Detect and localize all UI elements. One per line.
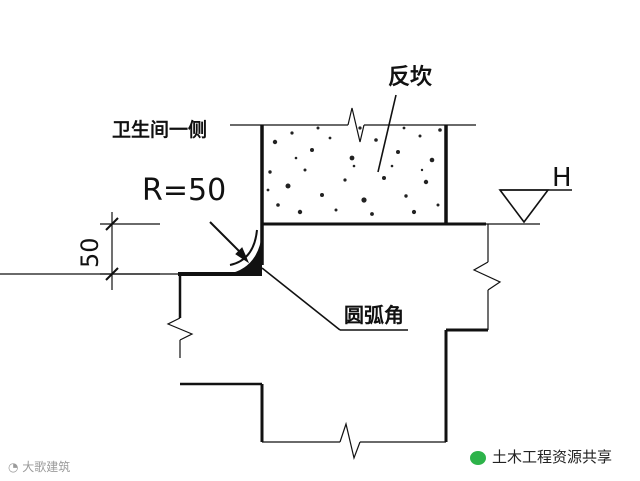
curb-label: 反坎 [388,64,432,90]
bathroom-side-label: 卫生间一侧 [112,118,207,141]
elevation-symbol [498,189,572,224]
brand-right-text: 土木工程资源共享 [492,448,613,466]
arc-corner-label: 圆弧角 [344,303,404,327]
weibo-icon: ◔ [8,460,23,474]
wechat-icon [470,450,486,465]
radius-label: R=50 [142,173,226,208]
curb-concrete-fill [266,126,442,216]
slab-outline [0,222,540,461]
watermark-left: ◔ 大歌建筑 [8,458,70,475]
curb-leader [377,94,397,173]
arc-corner-leader [261,267,408,331]
elevation-label: H [552,163,572,193]
arc-fillet [228,229,262,274]
radius-leader [209,221,250,264]
watermark-left-text: 大歌建筑 [22,460,71,474]
brand-right: 土木工程资源共享 [470,446,612,467]
dimension-label: 50 [76,237,104,268]
dimension-marker [100,212,160,290]
